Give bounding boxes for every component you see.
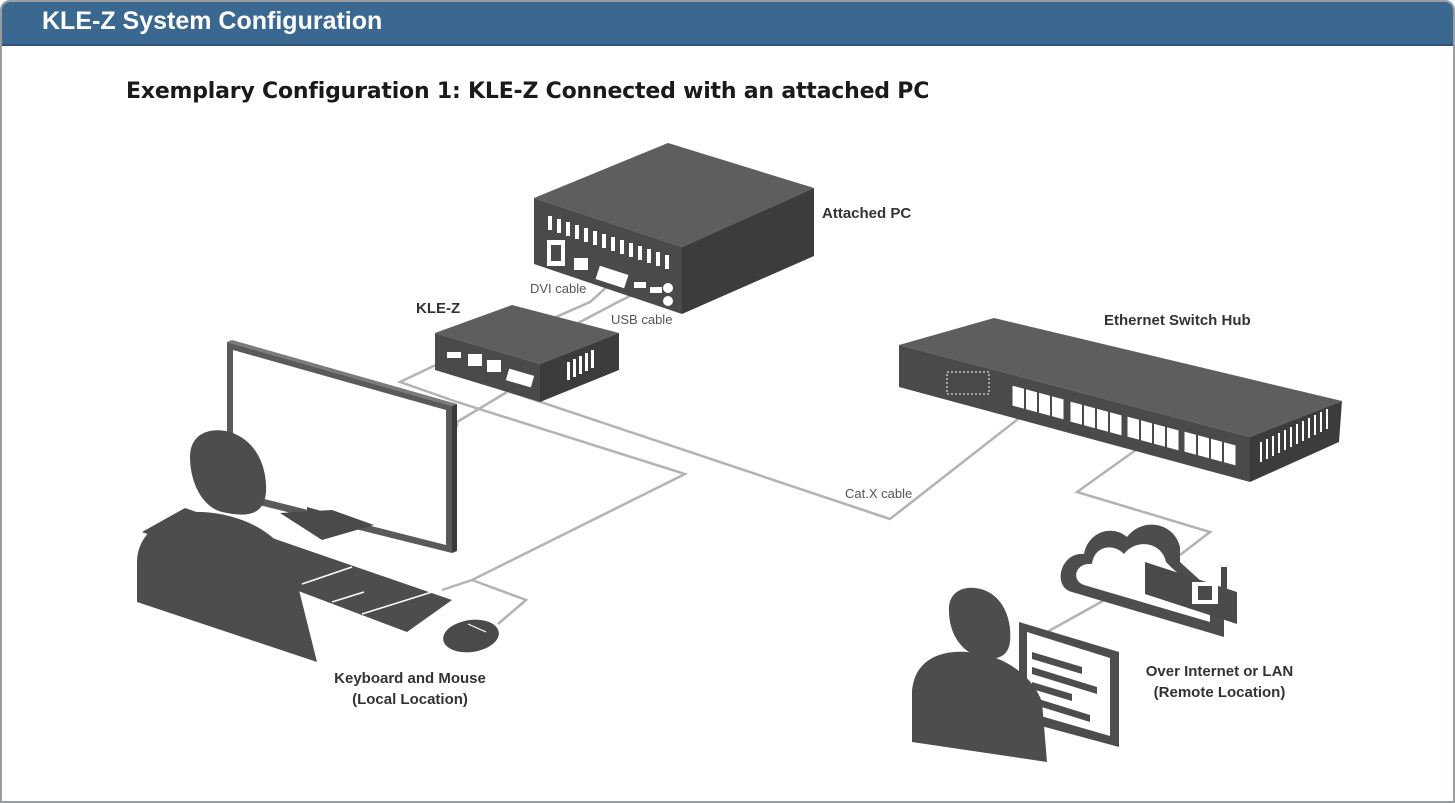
monitor-icon (227, 340, 457, 553)
local-label-line2: (Local Location) (352, 691, 468, 708)
kle-z-label: KLE-Z (416, 300, 461, 317)
ethernet-switch-icon (899, 318, 1342, 482)
title-banner: KLE-Z System Configuration (2, 2, 1453, 46)
catx-cable-label: Cat.X cable (845, 486, 913, 501)
remote-location-label: Over Internet or LAN (Remote Location) (1112, 661, 1327, 703)
dvi-cable-label: DVI cable (530, 281, 587, 296)
mouse-cable (471, 578, 529, 625)
kle-keyboard-cable (396, 360, 689, 592)
remote-screen-icon (1019, 622, 1119, 747)
diagram-subtitle: Exemplary Configuration 1: KLE-Z Connect… (126, 79, 930, 104)
remote-user-icon (912, 587, 1047, 762)
remote-label-line1: Over Internet or LAN (1145, 663, 1294, 680)
cloud-remote-cable (1046, 595, 1111, 634)
ethernet-switch-label: Ethernet Switch Hub (1104, 312, 1251, 329)
usb-cable-label: USB cable (611, 312, 673, 327)
banner-title: KLE-Z System Configuration (42, 7, 383, 35)
router-icon (1145, 562, 1237, 624)
local-location-label: Keyboard and Mouse (Local Location) (300, 668, 520, 710)
mouse-icon (443, 619, 499, 653)
kle-z-icon (435, 305, 619, 402)
switch-router-cable (1074, 440, 1213, 556)
attached-pc-label: Attached PC (822, 205, 912, 222)
remote-label-line2: (Remote Location) (1153, 684, 1286, 701)
local-label-line1: Keyboard and Mouse (334, 670, 486, 687)
attached-pc-icon (534, 143, 814, 314)
local-user-icon (137, 430, 317, 662)
